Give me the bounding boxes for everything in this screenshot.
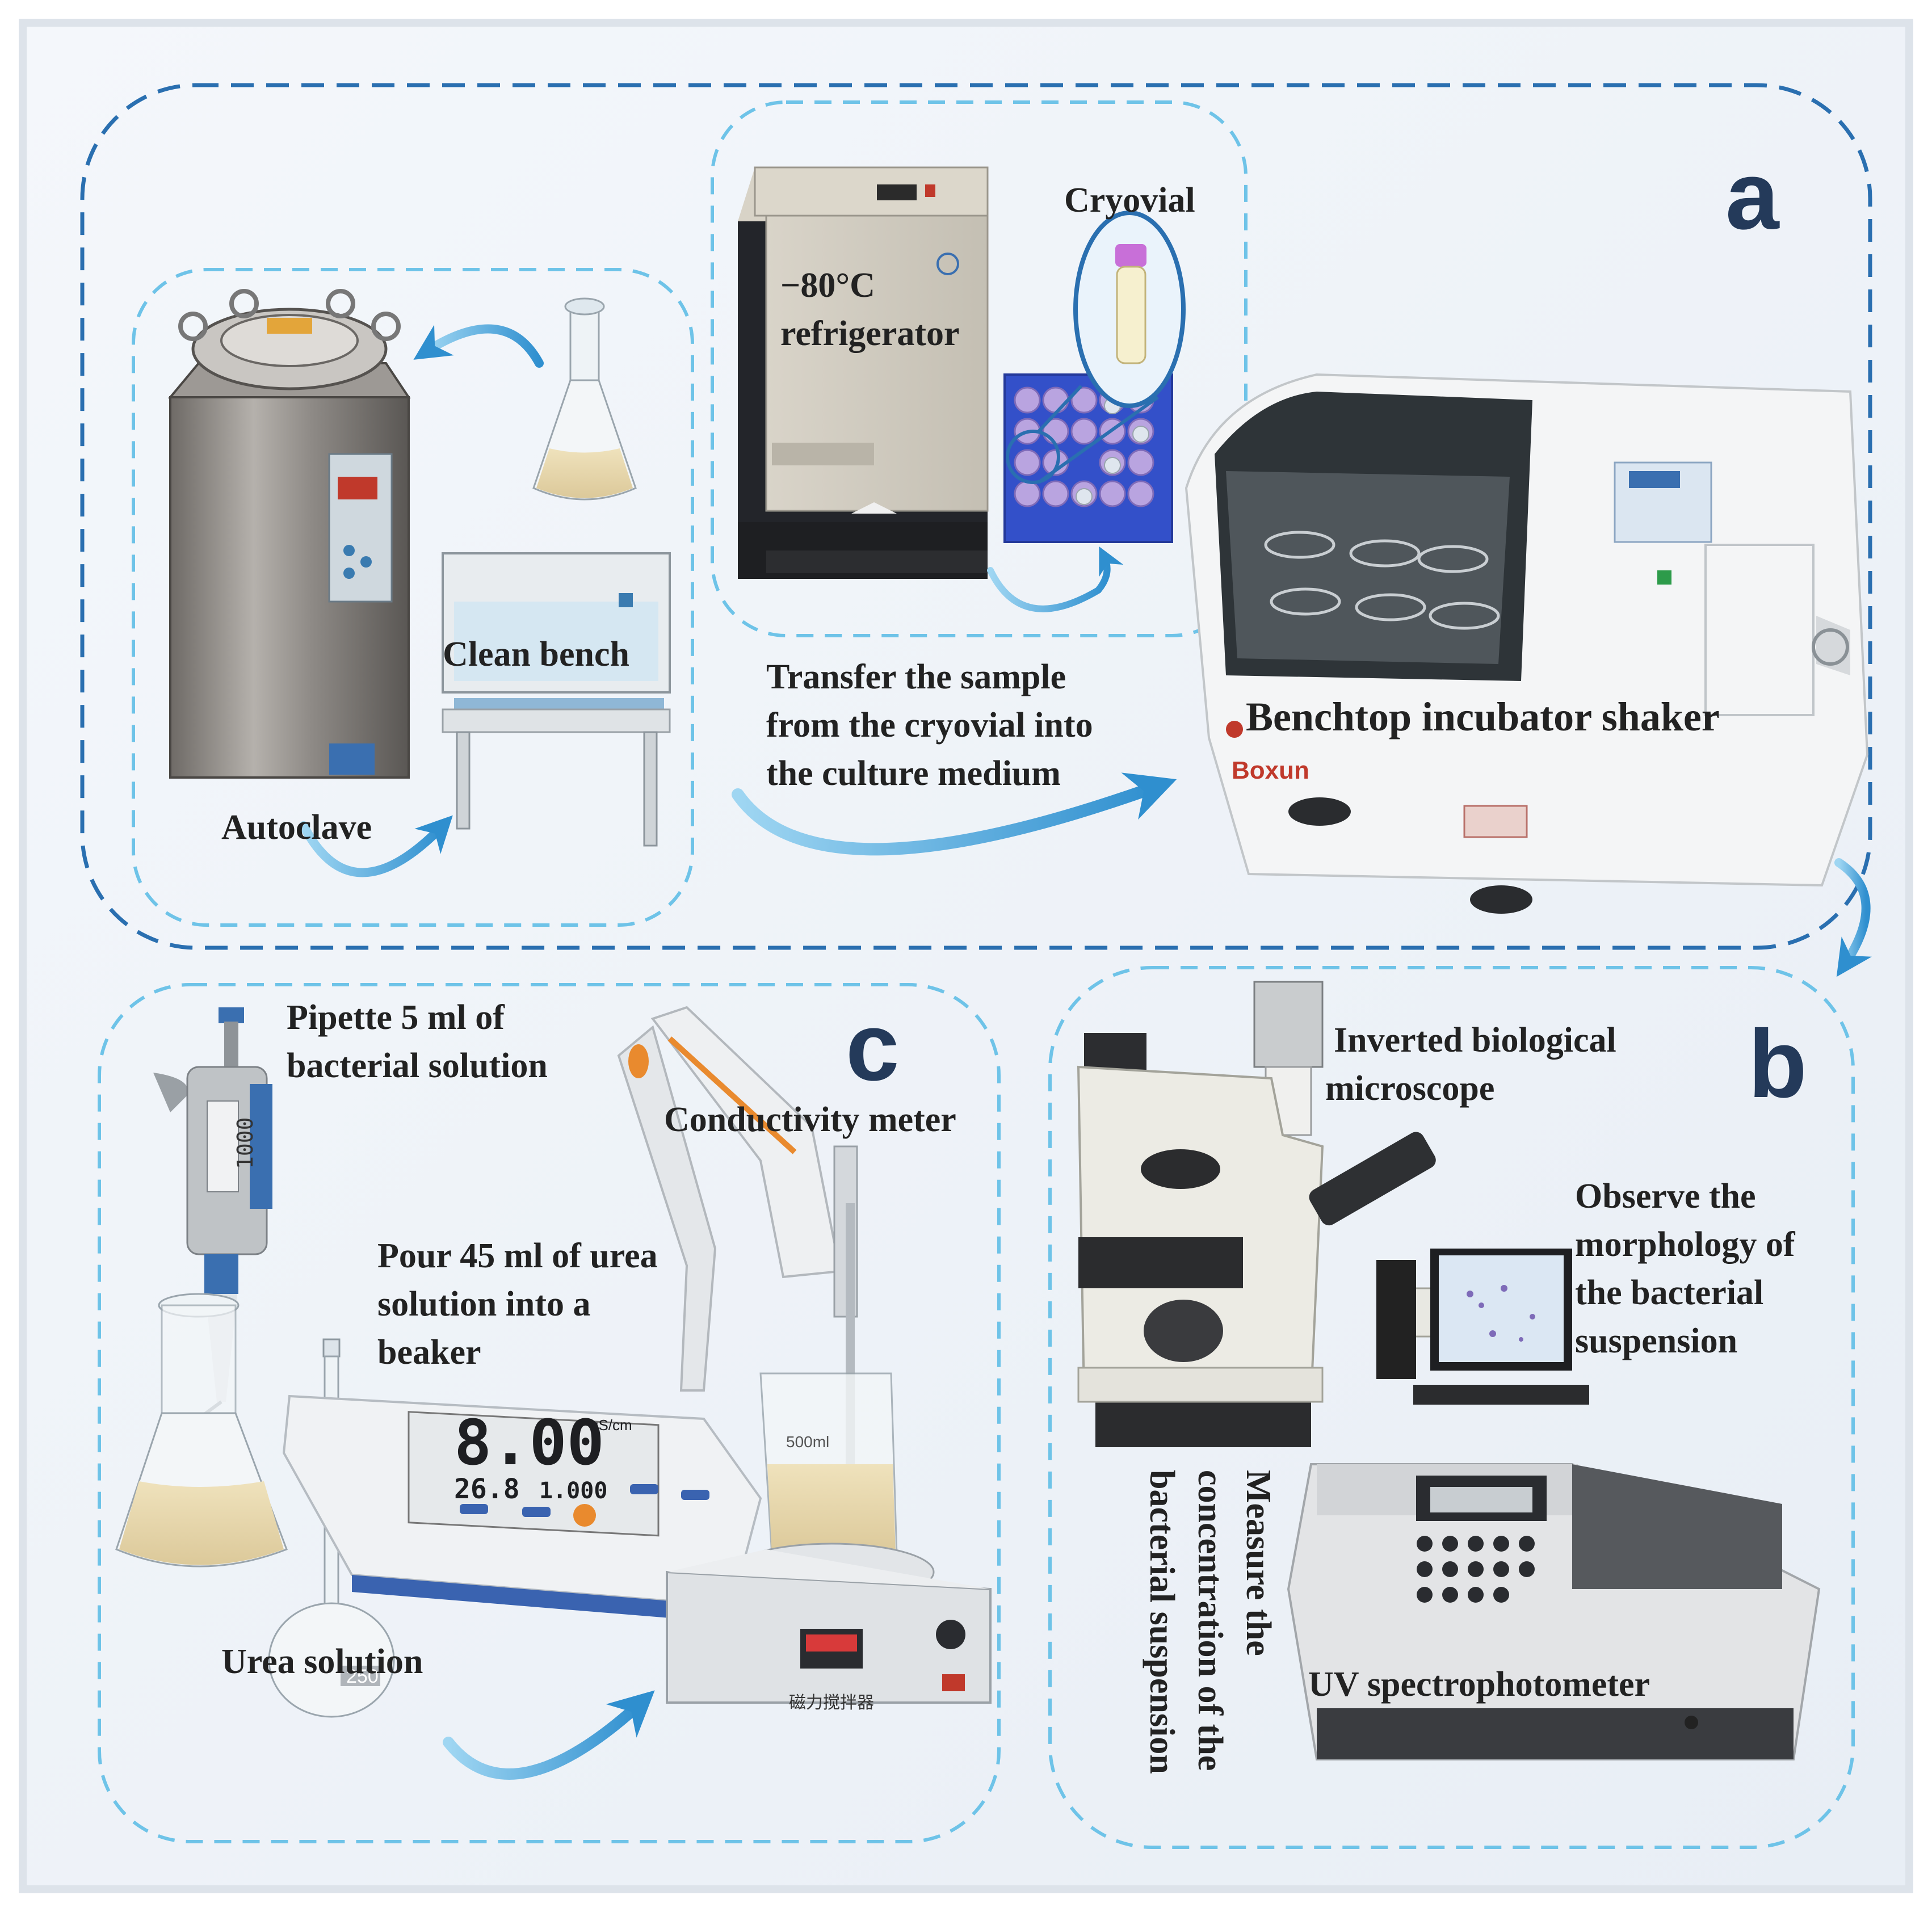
cryovial-zoom-image (1006, 211, 1186, 484)
panel-a-border (80, 83, 1872, 950)
label-incubator-shaker: Benchtop incubator shaker (1246, 694, 1720, 739)
meter-reading: 8.00 (454, 1406, 604, 1479)
panel-a-sterilization-box (132, 268, 694, 927)
panel-letter-b: b (1748, 1010, 1807, 1118)
label-observe-line2: morphology of (1575, 1225, 1795, 1264)
pipette-volume-label: 1000 (233, 1117, 258, 1169)
beaker-volume-label: 500ml (786, 1433, 829, 1451)
arrow-solution-to-stirrer (443, 1690, 655, 1780)
autoclave-image (167, 289, 411, 779)
stirrer-label: 磁力搅拌器 (789, 1693, 874, 1713)
label-microscope-line1: Inverted biological (1334, 1021, 1616, 1060)
label-measure-line1: Measure the (1239, 1470, 1278, 1656)
label-observe-line3: the bacterial (1575, 1274, 1764, 1312)
label-measure-line2: concentration of the (1191, 1470, 1229, 1771)
refrigerator-image (738, 166, 989, 579)
meter-constant: 1.000 (539, 1478, 607, 1504)
label-observe-line1: Observe the (1575, 1177, 1756, 1216)
label-observe-line4: suspension (1575, 1322, 1738, 1360)
label-transfer-line2: from the cryovial into (766, 706, 1093, 745)
inverted-microscope-image (1077, 981, 1448, 1447)
label-pour-line3: beaker (377, 1333, 481, 1372)
label-measure-line3: bacterial suspension (1143, 1470, 1181, 1774)
label-conductivity-meter: Conductivity meter (664, 1100, 956, 1139)
panel-a-storage-box (711, 100, 1248, 637)
label-transfer-line1: Transfer the sample (766, 658, 1066, 696)
clean-bench-image (442, 552, 671, 847)
arrow-flask-to-autoclave (413, 324, 544, 368)
pipette-image (153, 1007, 272, 1432)
label-transfer-line3: the culture medium (766, 754, 1061, 793)
label-refrigerator: refrigerator (780, 314, 960, 353)
meter-temperature: 26.8 (454, 1473, 520, 1505)
bacterial-flask-image (115, 1293, 288, 1568)
beaker-image: 500ml (759, 1372, 898, 1556)
panel-letter-c: c (846, 993, 900, 1101)
label-microscope-line2: microscope (1325, 1069, 1495, 1108)
arrow-autoclave-to-bench (299, 815, 453, 877)
label-refrigerator-temp: −80°C (780, 266, 875, 305)
culture-flask-image (532, 297, 637, 501)
label-uv-spectrophotometer: UV spectrophotometer (1308, 1665, 1650, 1704)
panel-b-border (1048, 966, 1855, 1849)
label-pipette-line2: bacterial solution (287, 1047, 548, 1085)
flask-volume-label: 250 (346, 1666, 379, 1687)
arrow-panel-a-to-b (1834, 858, 1872, 977)
arrow-rack-loop (987, 546, 1124, 612)
label-autoclave: Autoclave (221, 808, 372, 847)
label-cryovial: Cryovial (1064, 181, 1195, 220)
label-pipette-line1: Pipette 5 ml of (287, 998, 505, 1037)
panel-letter-a: a (1725, 142, 1779, 250)
meter-unit: uS/cm (590, 1417, 632, 1434)
panel-c-border (98, 983, 1001, 1843)
electrode-arm-image (617, 1006, 858, 1476)
conductivity-meter-image: 8.00 uS/cm 26.8 1.000 (282, 1394, 762, 1623)
arrow-transfer-to-shaker (732, 772, 1177, 856)
label-clean-bench: Clean bench (443, 635, 629, 674)
label-urea-solution: Urea solution (221, 1642, 423, 1681)
computer-image (1376, 1249, 1589, 1405)
incubator-shaker-image (1185, 373, 1869, 914)
label-shaker-brand: Boxun (1232, 757, 1309, 784)
label-pour-line1: Pour 45 ml of urea (377, 1237, 658, 1275)
label-pour-line2: solution into a (377, 1285, 591, 1323)
magnetic-stirrer-image: 磁力搅拌器 (666, 1543, 992, 1713)
uv-spectrophotometer-image (1287, 1463, 1821, 1760)
